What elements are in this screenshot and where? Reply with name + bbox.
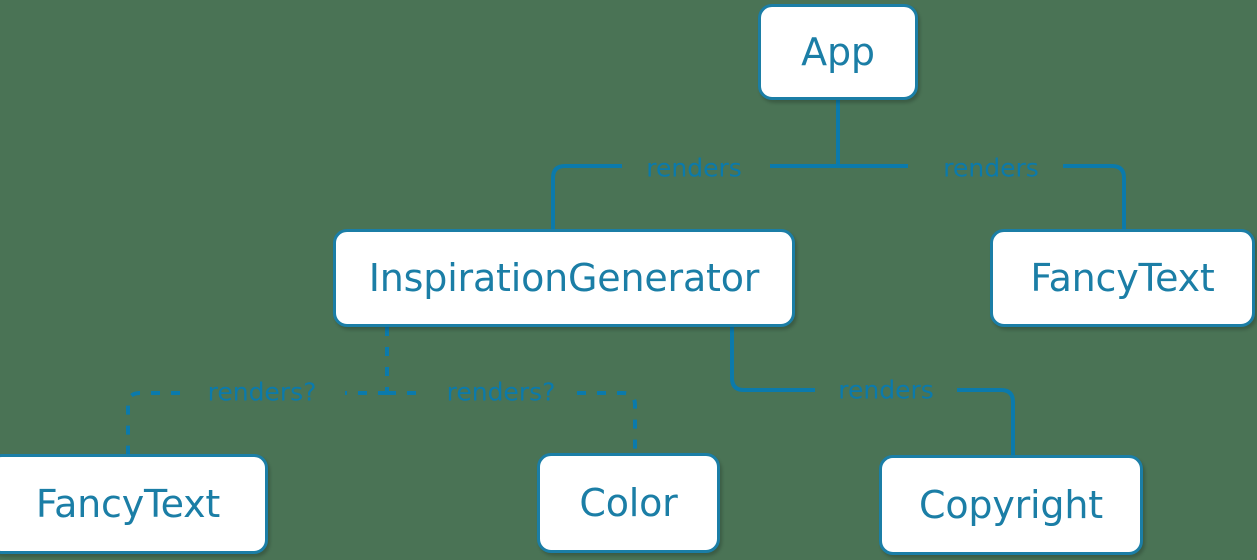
edge-label-inspiration-color: renders? xyxy=(446,377,556,407)
node-inspiration-generator[interactable]: InspirationGenerator xyxy=(333,229,795,327)
edge-inspiration-copyright-left-seg xyxy=(730,327,815,392)
edge-label-app-fancytext: renders xyxy=(943,153,1039,183)
node-app-label: App xyxy=(801,30,875,74)
edge-app-fancytext-right-seg xyxy=(1063,164,1126,229)
node-app[interactable]: App xyxy=(758,4,918,100)
node-copyright-label: Copyright xyxy=(919,483,1103,527)
edge-inspiration-color-right-seg xyxy=(577,391,637,453)
node-copyright[interactable]: Copyright xyxy=(879,455,1143,555)
node-fancytext-bottom-label: FancyText xyxy=(35,482,221,526)
node-fancytext-bottom[interactable]: FancyText xyxy=(0,454,268,554)
node-fancytext-top[interactable]: FancyText xyxy=(990,229,1255,327)
node-inspiration-generator-label: InspirationGenerator xyxy=(368,256,760,300)
node-fancytext-top-label: FancyText xyxy=(1030,256,1215,300)
node-color-label: Color xyxy=(579,481,678,525)
node-color[interactable]: Color xyxy=(537,453,720,553)
edge-label-app-inspiration: renders xyxy=(646,153,742,183)
edge-label-inspiration-fancytext: renders? xyxy=(207,377,317,407)
edge-inspiration-fancytext-left-seg xyxy=(126,391,180,454)
edge-app-inspiration-left-seg xyxy=(551,164,622,229)
edge-label-inspiration-copyright: renders xyxy=(838,375,934,405)
edge-inspiration-copyright-right-seg xyxy=(957,388,1015,455)
